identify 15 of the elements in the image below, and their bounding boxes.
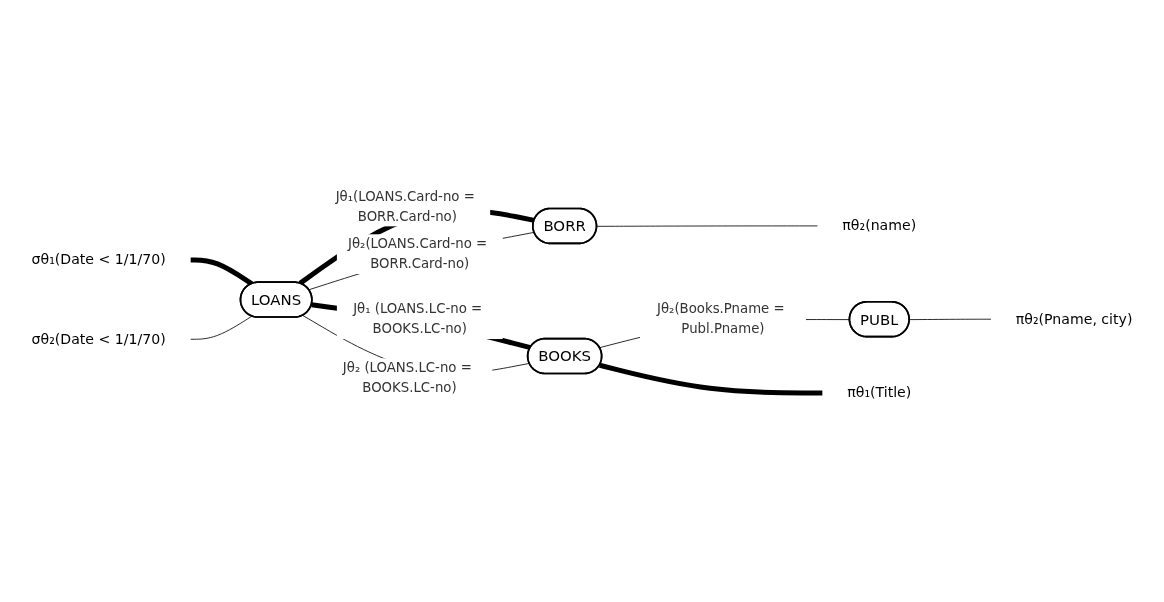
edge-label: Jθ₁(LOANS.Card-no = BORR.Card-no) [335,188,475,224]
node-text: πθ₁(Title) [847,383,912,401]
edge-label: Jθ₁ (LOANS.LC-no = BOOKS.LC-no) [353,300,483,337]
edge-label: Jθ₂ (LOANS.LC-no = BOOKS.LC-no) [342,359,472,396]
node-text: σθ₂(Date < 1/1/70) [31,330,166,347]
edge-label: Jθ₂(LOANS.Card-no = BORR.Card-no) [348,235,488,272]
connector [190,315,253,340]
node-text: πθ₂(Pname, city) [1015,310,1133,327]
connector [190,257,254,286]
node-text: σθ₁(Date < 1/1/70) [31,250,166,268]
edge-label: Jθ₂(Books.Pname = Publ.Pname) [657,300,785,337]
connector [599,362,823,396]
connector [909,318,992,320]
node-text: πθ₂(name) [842,216,917,234]
connector [596,225,818,227]
